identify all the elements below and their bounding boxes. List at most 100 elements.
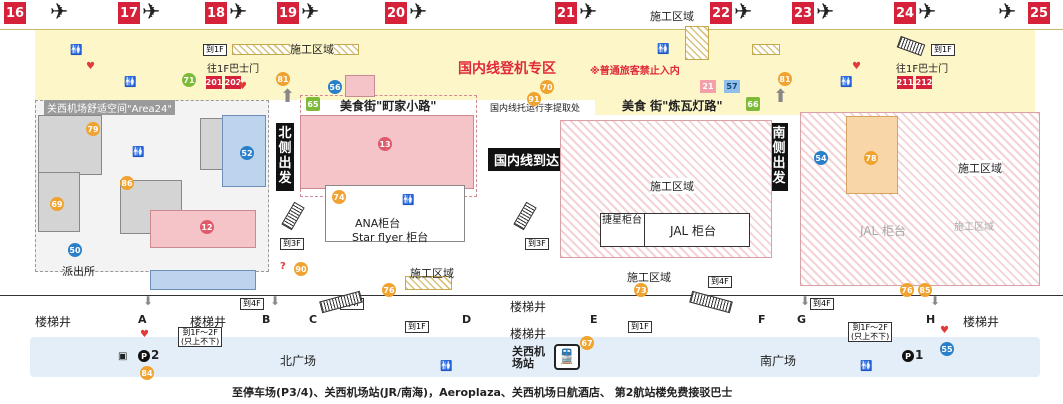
parking-p2-label: 2 [151, 348, 160, 362]
south-plaza-label: 南广场 [760, 354, 797, 368]
shop-badge-13: 13 [378, 137, 392, 151]
to-1f-sign: 到1F [931, 44, 955, 56]
footer-text: 至停车场(P3/4)、关西机场站(JR/南海)，Aeroplaza、关西机场日航… [232, 386, 733, 399]
no-regular-passengers: ※普通旅客禁止入内 [590, 66, 680, 77]
shop-badge-79: 79 [86, 122, 100, 136]
construction-label: 施工区域 [650, 10, 694, 23]
door-f[interactable]: F [758, 313, 766, 326]
to-4f-sign: 到4F [240, 298, 264, 310]
aed-icon: ♥ [940, 325, 949, 336]
food-street-east-label: 美食 街"炼瓦灯路" [622, 99, 723, 113]
bus-gate-211[interactable]: 211 [896, 76, 914, 89]
construction-east [800, 112, 1040, 286]
gate-21[interactable]: 21 [555, 2, 577, 24]
bus-gate-201[interactable]: 201 [205, 76, 223, 89]
shop-badge-85: 85 [918, 283, 932, 297]
shop-badge-55: 55 [940, 342, 954, 356]
gate-line [0, 29, 1063, 30]
gate-20[interactable]: 20 [385, 2, 407, 24]
gate-22[interactable]: 22 [710, 2, 732, 24]
gate-19[interactable]: 19 [277, 2, 299, 24]
parking-p2-icon: P [138, 350, 150, 362]
to-1f-2f-sign: 到1F～2F (只上不下) [178, 327, 223, 347]
restroom-icon: 🚻 [440, 361, 453, 372]
door-c[interactable]: C [309, 313, 318, 326]
up-only-text: (只上不下) [851, 332, 890, 341]
construction-label: 施工区域 [627, 271, 671, 284]
bus-gate-label-west: 往1F巴士门 [207, 64, 260, 75]
jal-counter[interactable] [644, 213, 750, 247]
shop-badge-67: 67 [580, 336, 594, 350]
north-plaza-label: 北广场 [280, 354, 317, 368]
shop-block-blue [150, 270, 256, 290]
door-g[interactable]: G [797, 313, 807, 326]
gate-16[interactable]: 16 [4, 2, 26, 24]
to-3f-sign: 到3F [280, 238, 304, 250]
domestic-arrival-sign: 国内线到达 [488, 148, 566, 171]
train-icon: 🚆 [554, 344, 580, 370]
stairwell-label: 楼梯井 [35, 315, 72, 329]
restroom-icon: 🚻 [840, 77, 853, 88]
north-exit-sign: 北侧出发 [276, 123, 294, 191]
station-label: 关西机场站 [512, 345, 545, 370]
gate-25[interactable]: 25 [1028, 2, 1050, 24]
aed-icon: ♥ [140, 329, 149, 340]
plane-icon: ✈ [409, 0, 428, 25]
door-e[interactable]: E [590, 313, 598, 326]
plane-icon: ✈ [816, 0, 835, 25]
shop-badge-74: 74 [332, 190, 346, 204]
shop-badge-50: 50 [68, 243, 82, 257]
shop-21: 21 [700, 80, 716, 93]
down-arrow-icon: ⬇ [270, 294, 281, 308]
plane-icon: ✈ [998, 0, 1017, 25]
construction-label: 施工区域 [410, 267, 454, 280]
info-icon: ? [280, 261, 286, 272]
to-3f-sign: 到3F [525, 238, 549, 250]
area24-label: 关西机场舒适空间"Area24" [44, 100, 175, 115]
up-arrow-icon: ⬆ [280, 86, 296, 107]
shop-badge-90: 90 [294, 262, 308, 276]
down-arrow-icon: ⬇ [143, 294, 154, 308]
gate-24[interactable]: 24 [894, 2, 916, 24]
down-arrow-icon: ⬇ [930, 294, 941, 308]
elevator-icon: ▣ [118, 351, 128, 362]
shop-badge-78: 78 [864, 151, 878, 165]
shop-badge-54: 54 [814, 151, 828, 165]
up-arrow-icon: ⬆ [773, 86, 789, 107]
ana-counter[interactable] [325, 185, 465, 242]
aed-icon: ♥ [86, 61, 95, 72]
shop-badge-56: 56 [328, 80, 342, 94]
gate-23[interactable]: 23 [792, 2, 814, 24]
stairwell-label: 楼梯井 [510, 300, 547, 314]
construction-lower [405, 276, 452, 290]
shop-badge-69: 69 [50, 197, 64, 211]
to-1f-sign: 到1F [628, 321, 652, 333]
door-d[interactable]: D [462, 313, 472, 326]
construction-label: 施工区域 [958, 160, 1002, 176]
bus-gate-212[interactable]: 212 [915, 76, 933, 89]
parking-p1-label: 1 [915, 348, 924, 362]
ana-label: ANA柜台 [355, 217, 401, 230]
parking-p1-icon: P [902, 350, 914, 362]
shop-badge-81: 81 [276, 72, 290, 86]
to-1f-2f-text: 到1F～2F [852, 323, 888, 332]
gate-18[interactable]: 18 [205, 2, 227, 24]
bus-gate-202[interactable]: 202 [224, 76, 242, 89]
shop-block [200, 118, 224, 170]
restroom-icon: 🚻 [860, 361, 873, 372]
door-h[interactable]: H [926, 313, 936, 326]
shop-badge-86: 86 [120, 176, 134, 190]
starflyer-label: Star flyer 柜台 [352, 231, 429, 244]
police-label: 派出所 [62, 265, 95, 278]
jetstar-label: 捷星柜台 [602, 215, 642, 226]
door-b[interactable]: B [262, 313, 271, 326]
shop-badge-52: 52 [240, 146, 254, 160]
bus-gate-label-east: 往1F巴士门 [896, 64, 949, 75]
stairwell-label: 楼梯井 [510, 327, 547, 341]
shop-badge-76: 76 [382, 283, 396, 297]
door-a[interactable]: A [138, 313, 147, 326]
stairwell-label: 楼梯井 [190, 315, 227, 329]
to-4f-sign: 到4F [708, 276, 732, 288]
stairwell-label: 楼梯井 [963, 315, 1000, 329]
gate-17[interactable]: 17 [118, 2, 140, 24]
